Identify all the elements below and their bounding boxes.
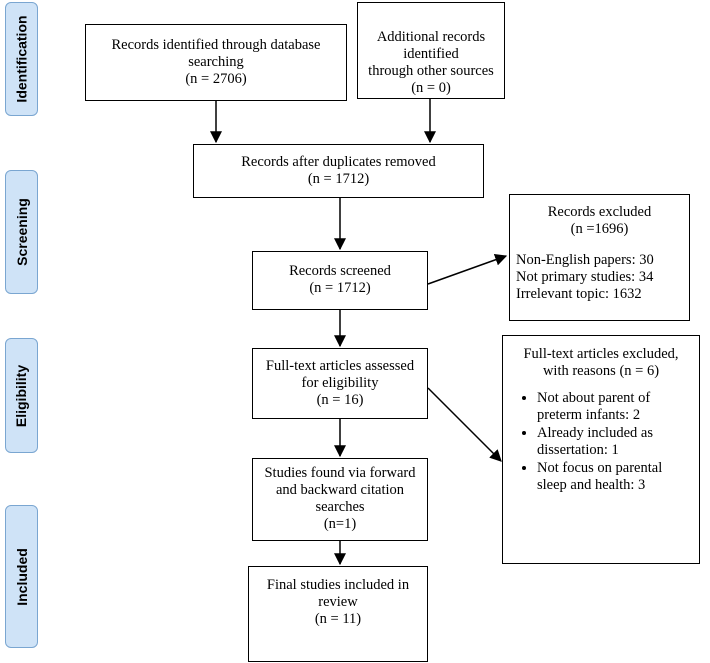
records-excluded-title: Records excluded	[547, 204, 652, 220]
records-excluded-count: (n =1696)	[570, 221, 629, 237]
citation-count: (n=1)	[323, 516, 357, 532]
db-records-line1: Records identified through database	[111, 37, 321, 53]
ft-excluded-reason-dissertation: Already included as dissertation: 1	[537, 425, 693, 459]
box-citation-search: Studies found via forward and backward c…	[252, 458, 428, 541]
records-screened-line1: Records screened	[289, 263, 391, 279]
fulltext-line1: Full-text articles assessed	[265, 358, 415, 374]
db-records-count: (n = 2706)	[185, 71, 247, 87]
phase-identification: Identification	[5, 2, 38, 116]
ft-excluded-reason-not-parent: Not about parent of preterm infants: 2	[537, 390, 693, 424]
fulltext-count: (n = 16)	[316, 392, 364, 408]
db-records-line2: searching	[188, 54, 244, 70]
arrow-screened-to-excluded	[427, 254, 508, 285]
other-records-line1: Additional records identified	[376, 29, 486, 62]
box-fulltext-assessed: Full-text articles assessed for eligibil…	[252, 348, 428, 419]
excluded-reason-not-primary: Not primary studies: 34	[516, 269, 654, 285]
final-count: (n = 11)	[314, 611, 362, 627]
ft-excluded-reason-not-focus: Not focus on parental sleep and health: …	[537, 460, 693, 494]
final-line1: Final studies included in	[266, 577, 410, 593]
after-duplicates-line1: Records after duplicates removed	[241, 154, 436, 170]
box-database-records: Records identified through database sear…	[85, 24, 347, 101]
other-records-line2: through other sources	[368, 63, 494, 79]
final-line2: review	[318, 594, 358, 610]
phase-included: Included	[5, 505, 38, 648]
citation-line2: and backward citation	[275, 482, 405, 498]
records-screened-count: (n = 1712)	[309, 280, 371, 296]
ft-excluded-title2: with reasons (n = 6)	[542, 363, 660, 379]
citation-line3: searches	[315, 499, 365, 515]
arrow-fulltext-to-ftexcluded	[427, 387, 502, 462]
after-duplicates-count: (n = 1712)	[307, 171, 370, 187]
box-fulltext-excluded: Full-text articles excluded, with reason…	[502, 335, 700, 564]
other-records-count: (n = 0)	[411, 80, 451, 96]
box-other-records: Additional records identified through ot…	[357, 2, 505, 99]
phase-eligibility: Eligibility	[5, 338, 38, 453]
fulltext-line2: for eligibility	[301, 375, 379, 391]
excluded-reason-non-english: Non-English papers: 30	[516, 252, 654, 268]
ft-excluded-title1: Full-text articles excluded,	[523, 346, 679, 362]
box-after-duplicates: Records after duplicates removed (n = 17…	[193, 144, 484, 198]
box-final-included: Final studies included in review (n = 11…	[248, 566, 428, 662]
box-records-excluded: Records excluded (n =1696) Non-English p…	[509, 194, 690, 321]
phase-screening: Screening	[5, 170, 38, 294]
excluded-reason-irrelevant: Irrelevant topic: 1632	[516, 286, 642, 302]
box-records-screened: Records screened (n = 1712)	[252, 251, 428, 310]
citation-line1: Studies found via forward	[264, 465, 416, 481]
